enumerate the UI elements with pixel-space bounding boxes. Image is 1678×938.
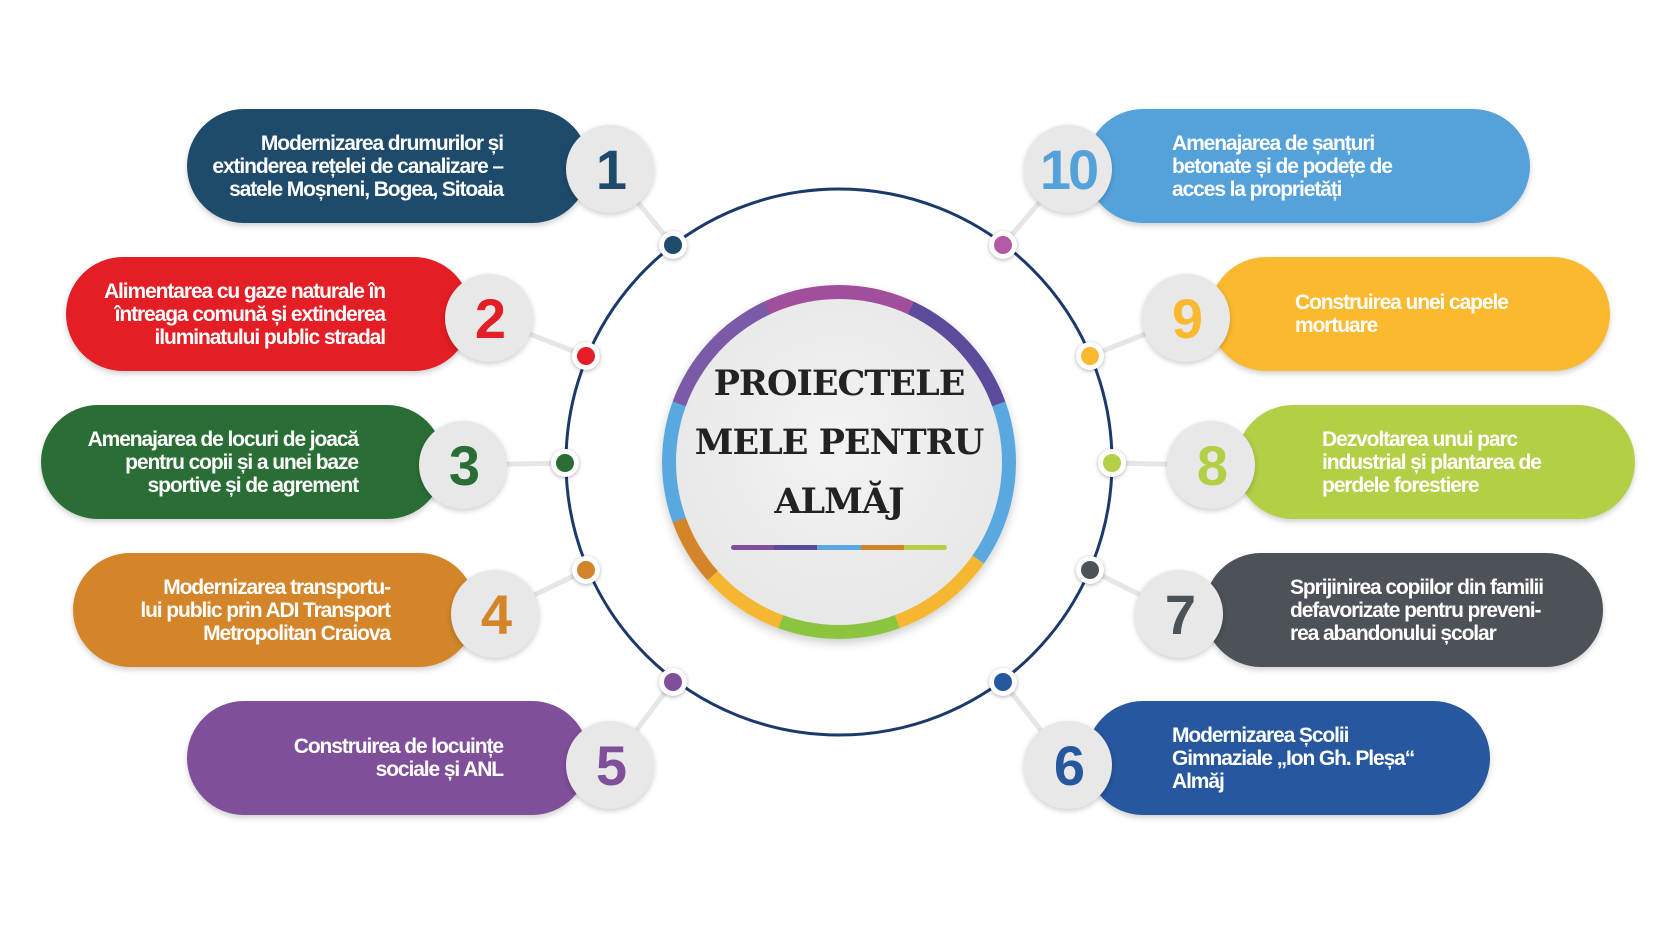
project-text-line: mortuare (1295, 314, 1378, 337)
color-bar-segment (903, 545, 947, 550)
project-text-line: Alimentarea cu gaze naturale în (103, 279, 386, 303)
connector-dot (994, 236, 1012, 254)
project-number-9: 9 (1142, 274, 1230, 362)
title-line-2: MELE PENTRU (694, 422, 985, 463)
project-text-line: acces la proprietăți (1172, 177, 1343, 201)
project-text-line: Almăj (1172, 769, 1225, 793)
project-text-line: Amenajarea de locuri de joacă (87, 427, 360, 451)
connector-dot (1103, 454, 1121, 472)
color-bar-segment (860, 545, 904, 550)
project-text-line: Sprijinirea copiilor din familii (1290, 575, 1544, 599)
project-text-line: sociale și ANL (375, 758, 504, 781)
connector-dot (1081, 347, 1099, 365)
connector-dot (556, 454, 574, 472)
connector-dot (577, 347, 595, 365)
project-number-4: 4 (451, 570, 539, 658)
project-number-2: 2 (445, 274, 533, 362)
color-bar (731, 545, 947, 550)
project-text-line: Metropolitan Craiova (203, 621, 391, 645)
project-text-line: Construirea unei capele (1295, 291, 1509, 314)
project-text-line: Construirea de locuințe (293, 735, 504, 758)
center-badge: PROIECTELE MELE PENTRU ALMĂJ (676, 299, 1002, 625)
project-text-line: perdele forestiere (1322, 473, 1480, 497)
project-number-10: 10 (1024, 125, 1112, 213)
project-text-line: pentru copii și a unei baze (125, 450, 359, 474)
project-pill-4: Modernizarea transportu-lui public prin … (73, 553, 476, 667)
connector-dot (1081, 561, 1099, 579)
project-number-8: 8 (1167, 421, 1255, 509)
color-bar-segment (817, 545, 861, 550)
center-title: PROIECTELE MELE PENTRU ALMĂJ (694, 354, 985, 531)
project-text: Modernizarea transportu-lui public prin … (140, 576, 476, 645)
connector-dot (664, 673, 682, 691)
project-text-line: Modernizarea Școlii (1172, 723, 1349, 747)
project-text-line: Modernizarea transportu- (163, 575, 391, 599)
project-number-5: 5 (566, 721, 654, 809)
project-text-line: Amenajarea de șanțuri (1172, 131, 1375, 155)
project-text-line: Modernizarea drumurilor și (260, 131, 504, 155)
connector-dot (664, 236, 682, 254)
project-text-line: întreaga comună și extinderea (114, 302, 386, 326)
project-number-3: 3 (419, 421, 507, 509)
title-line-1: PROIECTELE (713, 363, 966, 404)
project-text-line: extinderea rețelei de canalizare – (212, 154, 504, 178)
project-text-line: Dezvoltarea unui parc (1322, 427, 1518, 451)
project-number-7: 7 (1135, 570, 1223, 658)
project-text-line: betonate și de podețe de (1172, 154, 1393, 178)
project-text-line: lui public prin ADI Transport (140, 598, 391, 622)
project-text-line: rea abandonului școlar (1290, 621, 1497, 645)
project-number-1: 1 (566, 125, 654, 213)
project-text-line: industrial și plantarea de (1322, 450, 1542, 474)
project-text-line: defavorizate pentru preveni- (1290, 598, 1542, 622)
color-bar-segment (731, 545, 775, 550)
project-text-line: Gimnaziale „Ion Gh. Pleșa“ (1172, 746, 1415, 770)
project-text-line: sportive și de agrement (147, 473, 360, 497)
project-text-line: iluminatului public stradal (154, 325, 387, 349)
project-text-line: satele Moșneni, Bogea, Sitoaia (229, 177, 504, 201)
title-line-3: ALMĂJ (774, 481, 904, 522)
color-bar-segment (774, 545, 818, 550)
connector-dot (994, 673, 1012, 691)
project-number-6: 6 (1024, 721, 1112, 809)
connector-dot (577, 561, 595, 579)
